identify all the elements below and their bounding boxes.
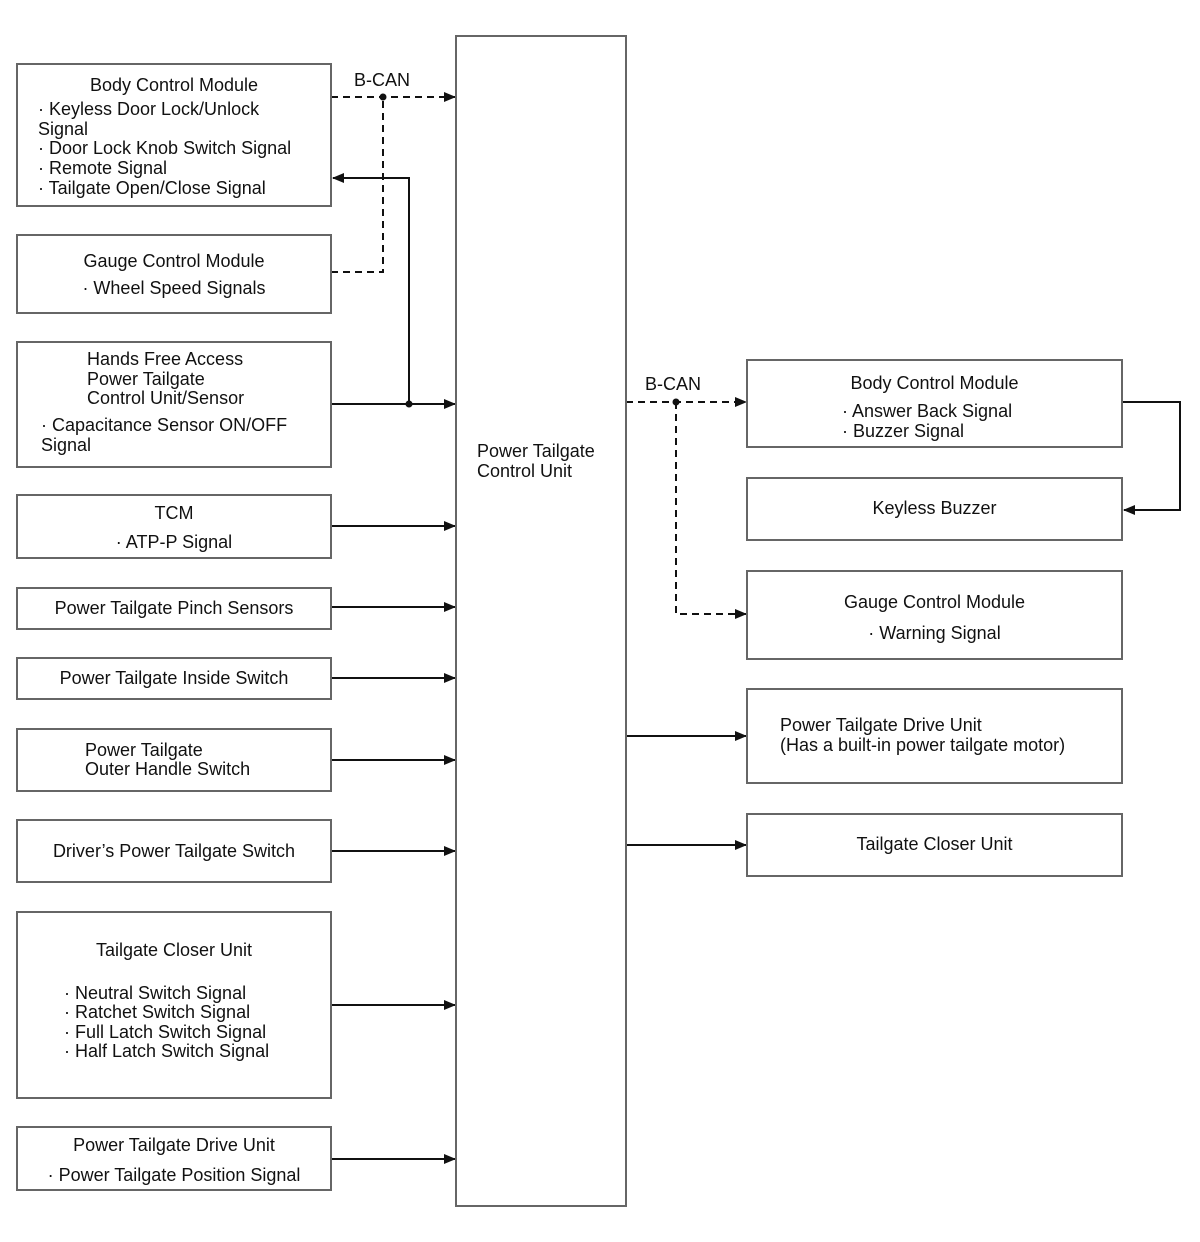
signal-line: Signal [38, 119, 89, 139]
signal-line: · Full Latch Switch Signal [64, 1022, 267, 1042]
box-title: TCM [154, 503, 194, 523]
left-tcm: TCM · ATP-P Signal [16, 494, 332, 559]
center-line1: Power Tailgate [477, 441, 595, 461]
left-power-tailgate-drive-unit: Power Tailgate Drive Unit · Power Tailga… [16, 1126, 332, 1191]
left-tailgate-closer-unit: Tailgate Closer Unit · Neutral Switch Si… [16, 911, 332, 1099]
right-body-control-module: Body Control Module · Answer Back Signal… [746, 359, 1123, 448]
right-gauge-control-module: Gauge Control Module · Warning Signal [746, 570, 1123, 660]
box-title: Power Tailgate Drive Unit [73, 1135, 275, 1155]
junction-dot [379, 93, 387, 101]
bcan-right-gauge-wire [675, 402, 747, 619]
signal-line: · Power Tailgate Position Signal [47, 1165, 301, 1185]
left-inside-switch: Power Tailgate Inside Switch [16, 657, 332, 700]
junction-dot [672, 398, 680, 406]
signal-line: · Wheel Speed Signals [82, 278, 266, 298]
box-title: Power Tailgate [85, 740, 203, 760]
box-title: Tailgate Closer Unit [95, 940, 253, 960]
box-title: Gauge Control Module [83, 251, 265, 271]
bcan-left-label: B-CAN [354, 70, 411, 90]
left-hands-free-access-unit: Hands Free Access Power Tailgate Control… [16, 341, 332, 468]
signal-line: · Half Latch Switch Signal [64, 1041, 270, 1061]
box-title: Tailgate Closer Unit [856, 834, 1013, 854]
box-title: Power Tailgate [87, 369, 205, 389]
left-outer-handle-switch: Power Tailgate Outer Handle Switch [16, 728, 332, 792]
bcm-feedback-wire [332, 173, 410, 404]
box-title: Body Control Module [89, 75, 259, 95]
signal-line: · Buzzer Signal [842, 421, 965, 441]
signal-line: · Remote Signal [38, 158, 168, 178]
box-title: Outer Handle Switch [85, 759, 251, 779]
box-title: Power Tailgate Drive Unit [780, 715, 982, 735]
junction-dot [405, 400, 413, 408]
right-keyless-buzzer: Keyless Buzzer [746, 477, 1123, 541]
left-driver-switch: Driver’s Power Tailgate Switch [16, 819, 332, 883]
signal-line: · Warning Signal [868, 623, 1001, 643]
left-body-control-module: Body Control Module · Keyless Door Lock/… [16, 63, 332, 207]
box-title: Body Control Module [850, 373, 1019, 393]
power-tailgate-control-unit: Power Tailgate Control Unit [455, 35, 627, 1207]
signal-line: · Neutral Switch Signal [64, 983, 247, 1003]
right-tailgate-closer-unit: Tailgate Closer Unit [746, 813, 1123, 877]
signal-line: · Tailgate Open/Close Signal [38, 178, 266, 198]
box-title: Gauge Control Module [843, 592, 1026, 612]
signal-line: · Keyless Door Lock/Unlock [38, 99, 260, 119]
signal-line: · Answer Back Signal [842, 401, 1013, 421]
signal-line: · Ratchet Switch Signal [64, 1002, 251, 1022]
center-line2: Control Unit [477, 461, 573, 481]
right-power-tailgate-drive-unit: Power Tailgate Drive Unit (Has a built-i… [746, 688, 1123, 784]
bcan-right-label: B-CAN [645, 374, 702, 394]
signal-line: · ATP-P Signal [115, 532, 233, 552]
left-gauge-control-module: Gauge Control Module · Wheel Speed Signa… [16, 234, 332, 314]
signal-line: Signal [41, 435, 92, 455]
box-title: Control Unit/Sensor [87, 388, 245, 408]
left-pinch-sensors: Power Tailgate Pinch Sensors [16, 587, 332, 630]
signal-line: · Capacitance Sensor ON/OFF [41, 415, 288, 435]
box-title: Hands Free Access [87, 349, 244, 369]
box-title: Power Tailgate Inside Switch [59, 668, 289, 688]
box-subtitle: (Has a built-in power tailgate motor) [780, 735, 1066, 755]
bcan-left-gauge-wire [331, 97, 384, 273]
box-title: Driver’s Power Tailgate Switch [52, 841, 296, 861]
bcm-buzzer-wire [1122, 401, 1181, 515]
signal-line: · Door Lock Knob Switch Signal [38, 138, 292, 158]
box-title: Power Tailgate Pinch Sensors [54, 598, 294, 618]
box-title: Keyless Buzzer [872, 498, 997, 518]
